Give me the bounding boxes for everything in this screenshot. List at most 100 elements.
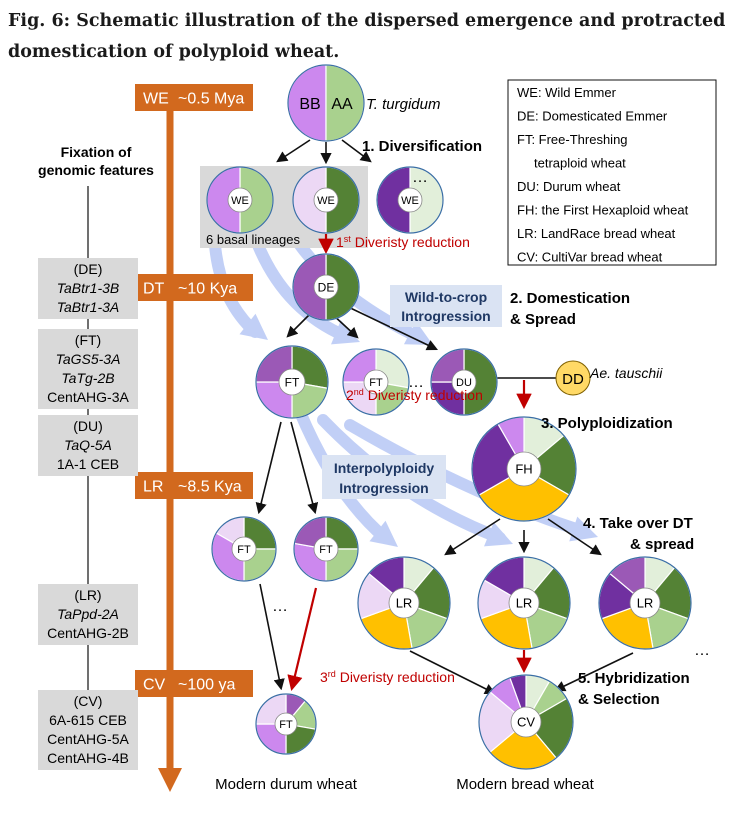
wild-to-crop-label-line-2: Introgression [401, 308, 490, 324]
arrow-ft-to-modern-durum [259, 583, 285, 691]
fixation-box [38, 329, 138, 409]
ribbon-head-6 [569, 516, 598, 542]
node-outline [471, 416, 577, 522]
stage-2-label-line-1: 2. Domestication [510, 290, 630, 307]
diversity-reduction-2: 2nd Diveristy reduction [346, 387, 483, 403]
timeline-marker-cv: CV ~100 ya [135, 670, 253, 697]
basal-lineages-label: 6 basal lineages [206, 232, 300, 247]
ellipsis-lr: … [694, 642, 710, 659]
timeline-marker-time: ~8.5 Kya [178, 479, 242, 496]
ribbon-head-4 [369, 520, 398, 547]
modern-durum-label: Modern durum wheat [215, 776, 358, 793]
legend-frame [507, 79, 717, 266]
ft-node-light: FT [342, 348, 410, 416]
node-outline [376, 166, 444, 234]
diagram-labels: T. turgidum 1. Diversification 2. Domest… [206, 96, 710, 793]
timeline-marker-box [135, 670, 253, 697]
node-label: FT [285, 375, 300, 389]
node-outline [478, 674, 574, 770]
fixation-feature: TaBtr1-3B [57, 280, 120, 296]
fixation-feature: TaQ-5A [64, 437, 112, 453]
fixation-stage: (DE) [74, 261, 103, 277]
ellipsis-basal: … [412, 169, 428, 186]
arrow-lr-to-cv-3 [553, 652, 634, 692]
node-label: LR [637, 596, 654, 611]
tauschii-d-genome-label: DD [562, 371, 584, 388]
arrow-de-to-ft-1 [286, 311, 313, 338]
legend-entry: LR: LandRace bread wheat [517, 226, 676, 241]
timeline-marker-time: ~0.5 Mya [178, 91, 244, 108]
timeline-marker-we: WE ~0.5 Mya [135, 84, 253, 111]
legend-entry: DU: Durum wheat [517, 179, 621, 194]
arrow-fh-to-lr-1 [444, 518, 501, 556]
stage-4-label-line-1: 4. Take over DT [583, 515, 693, 532]
modern-bread-label: Modern bread wheat [456, 776, 594, 793]
fixation-heading-line-2: genomic features [38, 162, 154, 178]
interpolyploidy-ribbon-3 [344, 419, 591, 538]
fixation-box [38, 415, 138, 476]
ancestor-species-label: T. turgidum [366, 96, 440, 113]
stage-5-label-line-1: 5. Hybridization [578, 670, 690, 687]
node-label: DE [318, 280, 335, 294]
node-outline [255, 693, 317, 755]
timeline-marker-time: ~10 Kya [178, 281, 237, 298]
ft-node-modern: FT [255, 693, 317, 755]
node-center [313, 536, 339, 562]
connector-arrows [255, 139, 634, 695]
wild-to-crop-label-line-1: Wild-to-crop [405, 289, 487, 305]
legend-entry: FT: Free-Threshing [517, 132, 628, 147]
node-label: FT [369, 377, 383, 389]
node-outline [292, 253, 360, 321]
ribbon-head-3 [403, 321, 433, 345]
node-center [278, 368, 306, 396]
node-outline [477, 556, 571, 650]
interpolyploidy-box [322, 455, 446, 499]
node-label: CV [517, 715, 535, 730]
interpolyploidy-label-line-1: Interpolyploidy [334, 460, 435, 476]
node-outline [293, 516, 359, 582]
timeline-marker-dt: DT~10 Kya [135, 274, 253, 301]
timeline-marker-code: CV [143, 677, 166, 694]
fixation-box [38, 690, 138, 770]
node-center [274, 712, 298, 736]
node-label: WE [317, 195, 335, 207]
fixation-feature: TaGS5-3A [56, 351, 121, 367]
node-center [629, 587, 661, 619]
fixation-feature: CentAHG-2B [47, 625, 129, 641]
legend-entry: DE: Domesticated Emmer [517, 109, 668, 124]
node-label: LR [396, 596, 413, 611]
node-label: FT [279, 719, 293, 731]
de-node: DE [292, 253, 360, 321]
figure-title-line-2: domestication of polyploid wheat. [8, 42, 340, 62]
node-outline [430, 348, 498, 416]
timeline-marker-code: WE [143, 91, 169, 108]
fixation-stage: (CV) [74, 693, 103, 709]
node-center [227, 187, 253, 213]
timeline-arrowhead [158, 768, 182, 792]
arrow-ancestor-to-we-1 [276, 139, 311, 163]
ft-node-main: FT [255, 345, 329, 419]
fixation-feature: CentAHG-5A [47, 731, 129, 747]
ancestor-b-genome-label: BB [299, 96, 320, 113]
fixation-group-de: (DE) TaBtr1-3B TaBtr1-3A [38, 258, 138, 319]
fixation-feature: TaBtr1-3A [57, 299, 120, 315]
node-outline [211, 516, 277, 582]
fh-node: FH [471, 416, 577, 522]
fixation-feature: 1A-1 CEB [57, 456, 119, 472]
cv-node: CV [478, 674, 574, 770]
ribbon-head-5 [484, 522, 513, 547]
node-center [508, 587, 540, 619]
fixation-feature: TaPpd-2A [57, 606, 119, 622]
arrow-ancestor-to-we-3 [341, 139, 372, 163]
legend-entry: CV: CultiVar bread wheat [517, 250, 663, 265]
timeline-marker-time: ~100 ya [178, 677, 235, 694]
diversity-reduction-3: 3rd Diveristy reduction [320, 669, 455, 685]
figure-title-line-1: Fig. 6: Schematic illustration of the di… [8, 11, 726, 31]
arrow-lr-to-cv-1 [409, 650, 497, 695]
interpolyploidy-label-line-2: Introgression [339, 480, 428, 496]
